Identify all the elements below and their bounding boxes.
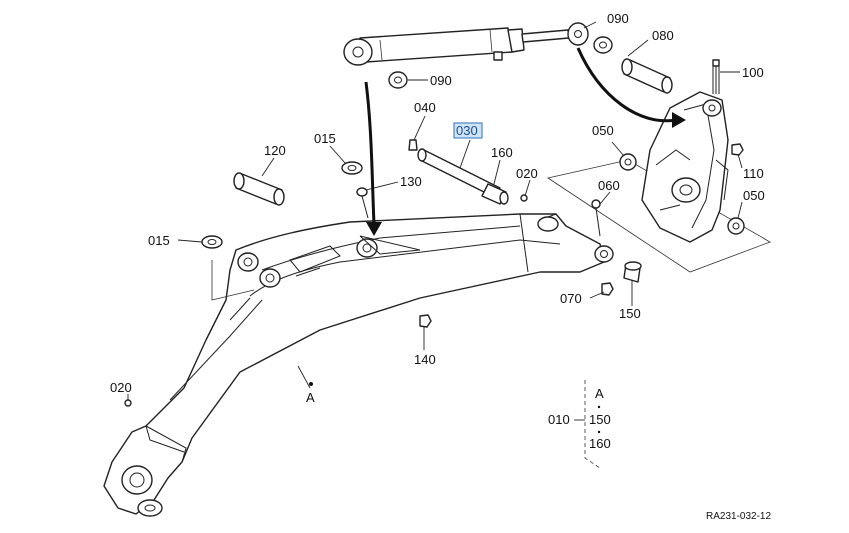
nut-140 (419, 314, 432, 328)
pin-080 (621, 58, 673, 94)
label-a: A (306, 390, 315, 405)
kit-parent-label: 010 (548, 412, 570, 427)
pin-120 (233, 172, 285, 206)
label-040: 040 (414, 100, 436, 115)
grease-nipple-020-upper (520, 194, 528, 202)
label-015-upper: 015 (314, 131, 336, 146)
washer-090-lower (388, 71, 408, 89)
diagram-code: RA231-032-12 (706, 511, 771, 522)
part-labels: 090 080 100 090 040 030 050 015 120 160 … (110, 11, 765, 405)
nut-110 (731, 143, 744, 156)
kit-legend: 010 A 150 160 (548, 380, 611, 469)
bolt-060 (591, 199, 601, 237)
label-070: 070 (560, 291, 582, 306)
kit-item-150: 150 (589, 412, 611, 427)
bracket-plane (546, 159, 771, 273)
label-090-lower: 090 (430, 73, 452, 88)
label-030[interactable]: 030 (456, 123, 478, 138)
label-020-upper: 020 (516, 166, 538, 181)
grease-nipple-040 (408, 139, 418, 151)
bolt-130 (356, 187, 369, 219)
boom (103, 213, 614, 517)
grease-nipple-020-lower (124, 399, 132, 407)
label-150: 150 (619, 306, 641, 321)
label-015-lower: 015 (148, 233, 170, 248)
hydraulic-cylinder (343, 22, 589, 66)
nut-070 (601, 282, 614, 296)
bushing-160 (481, 183, 509, 205)
washer-050-left (619, 153, 637, 171)
label-130: 130 (400, 174, 422, 189)
label-160: 160 (491, 145, 513, 160)
label-140: 140 (414, 352, 436, 367)
label-110: 110 (743, 166, 764, 181)
leader-lines (127, 21, 743, 400)
label-060: 060 (598, 178, 620, 193)
label-080: 080 (652, 28, 674, 43)
label-090-upper: 090 (607, 11, 629, 26)
section-a-dot (309, 382, 313, 386)
washer-015-lower (201, 235, 223, 249)
assembly-arrows (364, 47, 686, 236)
washer-090-upper (593, 36, 613, 54)
washer-050-right (727, 217, 745, 235)
highlight-030 (453, 122, 483, 139)
kit-item-a: A (595, 386, 604, 401)
bolt-100 (712, 59, 720, 94)
swing-bracket (641, 91, 729, 243)
label-020-lower: 020 (110, 380, 132, 395)
kit-item-160: 160 (589, 436, 611, 451)
label-050-left: 050 (592, 123, 614, 138)
bushing-150 (623, 261, 642, 283)
label-120: 120 (264, 143, 286, 158)
label-050-right: 050 (743, 188, 765, 203)
washer-015-upper (341, 161, 363, 175)
label-100: 100 (742, 65, 764, 80)
